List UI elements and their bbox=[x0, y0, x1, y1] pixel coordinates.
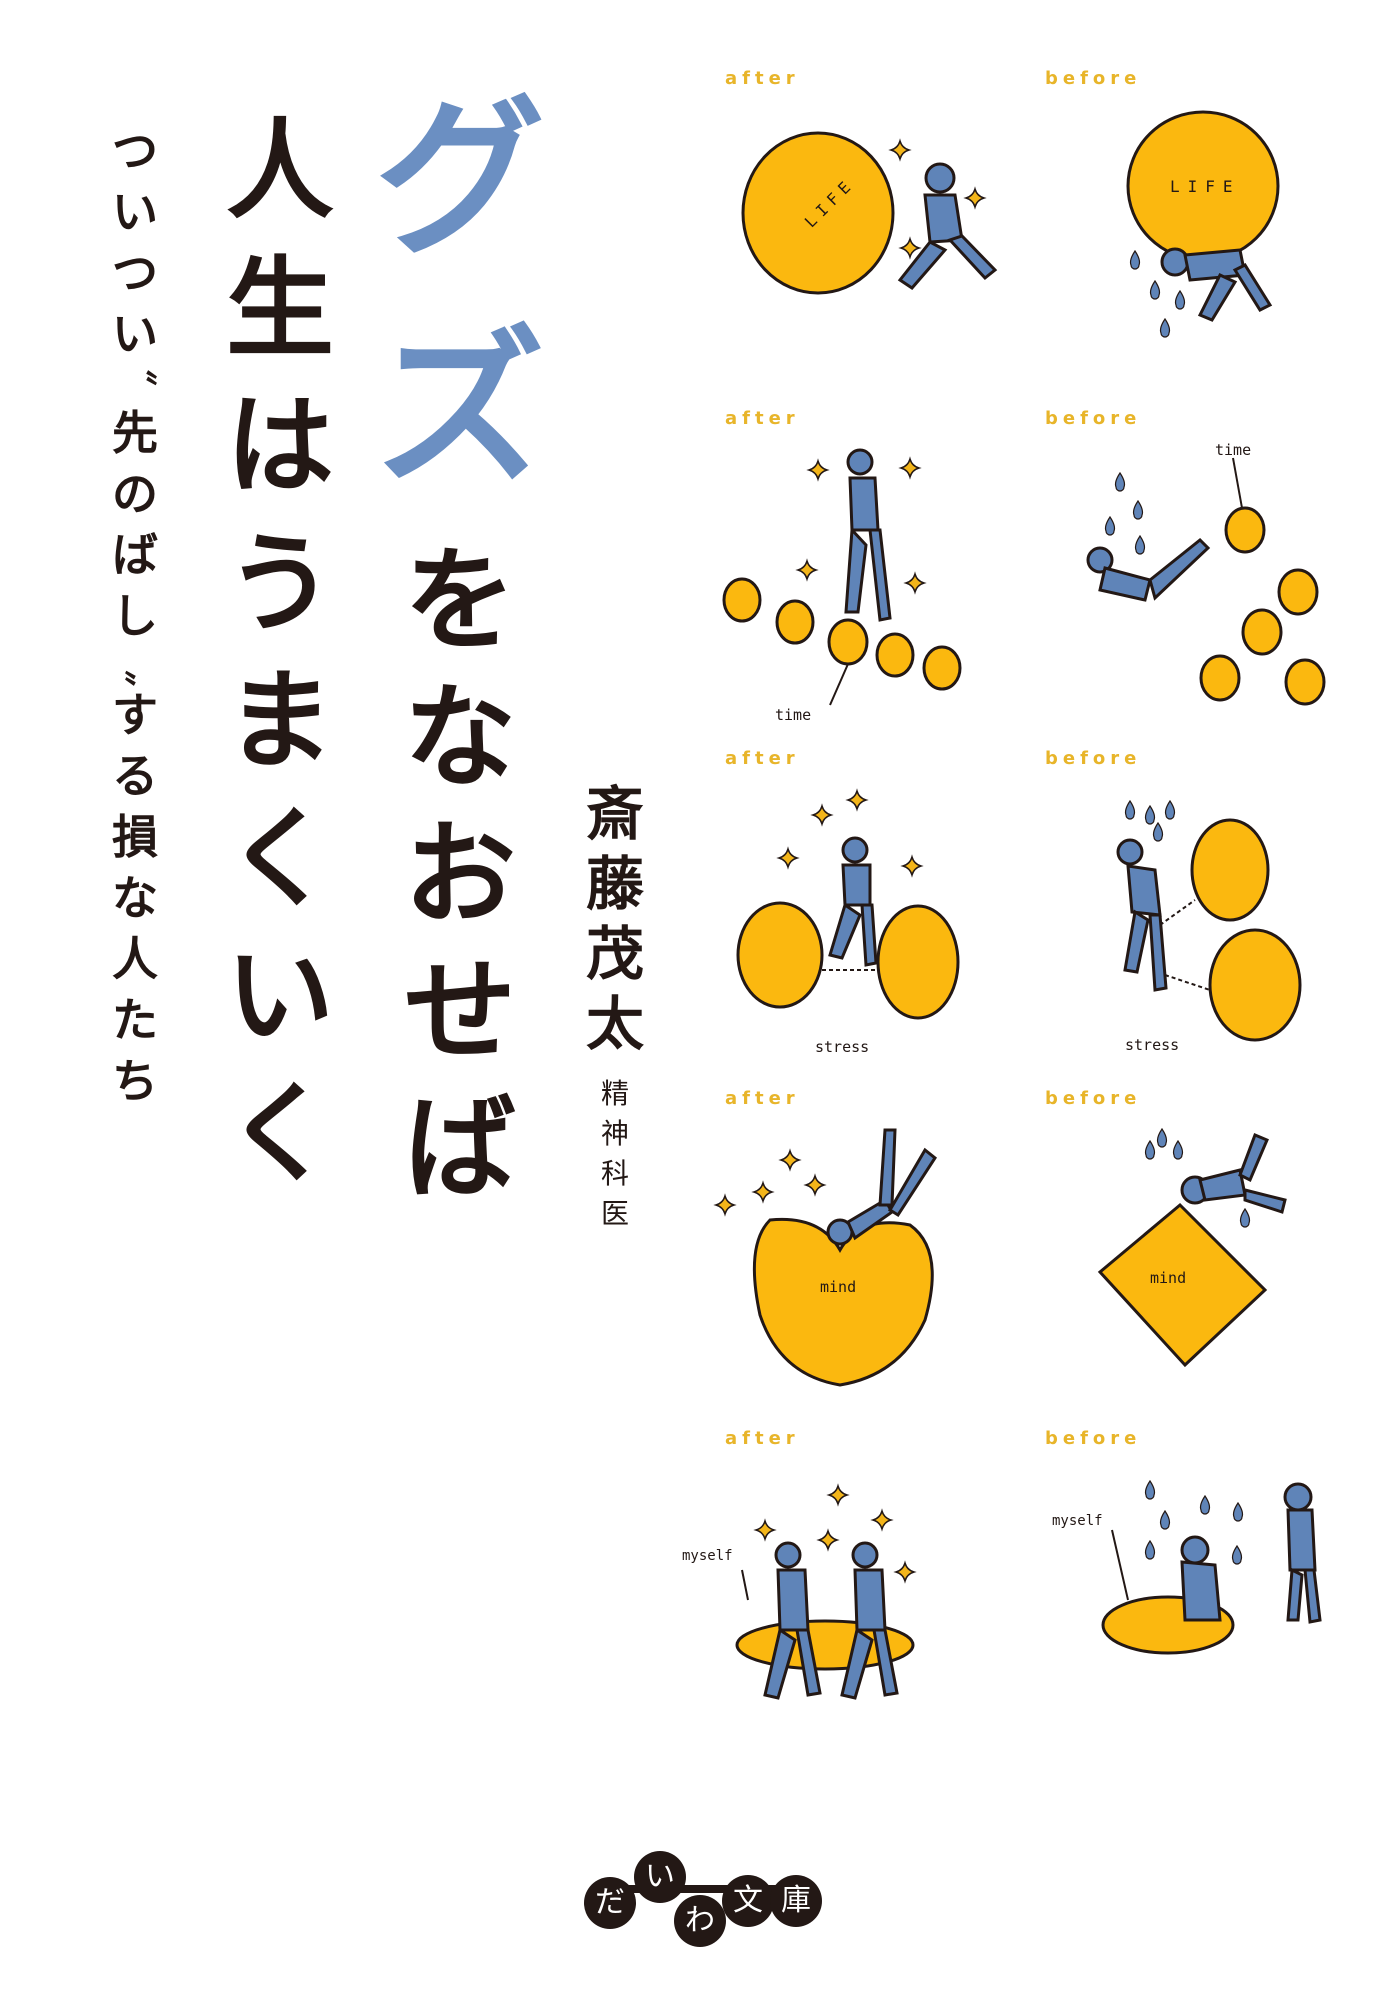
title-char: ば bbox=[404, 1084, 516, 1214]
subtitle-char: た bbox=[112, 993, 158, 1047]
svg-text:time: time bbox=[1215, 441, 1251, 459]
author-char: 藤 bbox=[585, 850, 644, 918]
after-label: after bbox=[725, 408, 800, 429]
stress-before-illustration: stress bbox=[1116, 799, 1302, 1054]
svg-text:myself: myself bbox=[1052, 1513, 1103, 1529]
svg-text:mind: mind bbox=[1150, 1269, 1186, 1287]
svg-text:LIFE: LIFE bbox=[1170, 177, 1241, 196]
title-char: グ bbox=[374, 81, 545, 279]
logo-char: 文 bbox=[722, 1875, 774, 1927]
time-before-illustration: time bbox=[1086, 441, 1326, 706]
subtitle-char: ち bbox=[112, 1054, 158, 1108]
subtitle-char: つ bbox=[112, 124, 158, 178]
life-before-illustration: LIFE bbox=[1126, 110, 1280, 339]
myself-before-illustration: myself bbox=[1052, 1479, 1322, 1655]
role-char: 精 bbox=[600, 1077, 629, 1110]
svg-text:mind: mind bbox=[820, 1278, 856, 1296]
title-char: な bbox=[404, 673, 516, 803]
logo-char: だ bbox=[584, 1877, 636, 1929]
before-label: before bbox=[1045, 1428, 1142, 1449]
logo-char: い bbox=[634, 1851, 686, 1903]
title-char: お bbox=[404, 810, 516, 940]
subtitle: つ い つ い 〝 先 の ば し 〟 す る 損 な 人 た ち bbox=[105, 128, 165, 1119]
subtitle-char: 人 bbox=[112, 932, 158, 986]
subtitle-char: い bbox=[112, 307, 158, 361]
author-char: 斎 bbox=[585, 780, 644, 848]
before-label: before bbox=[1045, 68, 1142, 89]
role-char: 科 bbox=[600, 1157, 629, 1190]
after-label: after bbox=[725, 1428, 800, 1449]
before-label: before bbox=[1045, 408, 1142, 429]
subtitle-quote-open: 〝 bbox=[124, 369, 158, 409]
subtitle-char: 損 bbox=[112, 810, 158, 864]
svg-text:time: time bbox=[775, 706, 811, 724]
svg-text:stress: stress bbox=[1125, 1036, 1179, 1054]
after-label: after bbox=[725, 68, 800, 89]
subtitle-char: す bbox=[112, 688, 158, 742]
subtitle-char: い bbox=[112, 185, 158, 239]
role-char: 医 bbox=[600, 1197, 629, 1230]
subtitle-char: ば bbox=[112, 528, 158, 582]
time-after-illustration: time bbox=[722, 448, 962, 724]
title-char: ズ bbox=[374, 311, 545, 509]
role-char: 神 bbox=[600, 1117, 629, 1150]
logo-connector bbox=[600, 1885, 800, 1893]
svg-text:stress: stress bbox=[815, 1038, 869, 1056]
title-char: う bbox=[225, 521, 334, 647]
myself-after-illustration: myself bbox=[682, 1484, 916, 1700]
title-char: せ bbox=[404, 947, 516, 1077]
title-line-2: 人 生 は う ま く い く bbox=[220, 118, 340, 1218]
mind-before-illustration: mind bbox=[1097, 1127, 1287, 1368]
subtitle-char: し bbox=[112, 589, 158, 643]
before-label: before bbox=[1045, 1088, 1142, 1109]
title-char: 生 bbox=[225, 246, 334, 372]
subtitle-char: の bbox=[112, 467, 158, 521]
subtitle-char: る bbox=[112, 749, 158, 803]
logo-char: 庫 bbox=[770, 1875, 822, 1927]
title-line-1: グ ズ を な お せ ば bbox=[370, 95, 550, 1230]
subtitle-quote-close: 〟 bbox=[124, 651, 158, 691]
svg-text:myself: myself bbox=[682, 1548, 733, 1564]
mind-after-illustration: mind bbox=[714, 1128, 937, 1387]
before-label: before bbox=[1045, 748, 1142, 769]
title-char: く bbox=[225, 796, 334, 922]
author-char: 太 bbox=[585, 990, 644, 1058]
publisher-logo: だ い わ 文 庫 bbox=[570, 1845, 830, 1955]
stress-after-illustration: stress bbox=[736, 789, 960, 1056]
after-label: after bbox=[725, 1088, 800, 1109]
after-label: after bbox=[725, 748, 800, 769]
life-after-illustration: LIFE bbox=[741, 131, 998, 295]
title-char: 人 bbox=[225, 109, 334, 234]
logo-char: わ bbox=[674, 1895, 726, 1947]
title-char: は bbox=[225, 384, 334, 509]
title-char: く bbox=[225, 1071, 334, 1197]
author-role: 精 神 科 医 bbox=[595, 1080, 635, 1240]
subtitle-char: 先 bbox=[112, 406, 158, 460]
subtitle-char: つ bbox=[112, 246, 158, 300]
title-char: い bbox=[225, 934, 334, 1059]
title-char: ま bbox=[225, 659, 334, 784]
author-name: 斎 藤 茂 太 bbox=[580, 785, 650, 1065]
title-char: を bbox=[404, 536, 516, 666]
illustrations-panel: LIFE LIFE time time bbox=[682, 110, 1326, 1700]
subtitle-char: な bbox=[112, 871, 158, 925]
author-char: 茂 bbox=[585, 920, 644, 988]
